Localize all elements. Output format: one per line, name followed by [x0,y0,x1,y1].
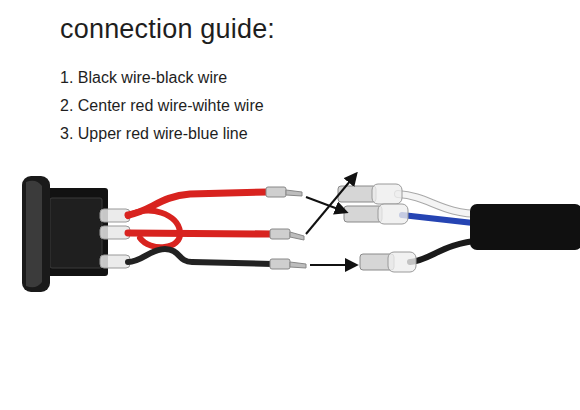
instruction-list: 1. Black wire-black wire2. Center red wi… [60,64,264,148]
center-red-wire [128,233,272,234]
pointer-arrow [310,264,356,266]
white-wire [398,194,482,214]
connector-sleeve [388,252,416,272]
cable-jacket [470,204,580,250]
connector-sleeve [372,184,402,204]
male-terminal [270,259,290,269]
female-connector [344,206,382,222]
terminal-blade [290,232,304,240]
switch-body [44,188,108,276]
white-wire-outline [398,194,482,214]
instruction-line: 3. Upper red wire-blue line [60,120,264,148]
terminal-blade [290,262,306,268]
instruction-line: 2. Center red wire-wihte wire [60,92,264,120]
rocker-face [22,176,50,292]
instruction-line: 1. Black wire-black wire [60,64,264,92]
pointer-arrow [306,174,356,234]
male-terminal [266,187,286,197]
rocker-highlight [26,181,42,288]
upper-red-wire [128,192,268,215]
guide-title: connection guide: [60,14,275,45]
connector-sleeve [378,204,408,224]
pointer-arrow [306,197,346,212]
switch-clip [50,198,102,268]
terminal-blade [286,190,302,196]
male-terminal [270,229,290,239]
black-wire [128,249,272,264]
